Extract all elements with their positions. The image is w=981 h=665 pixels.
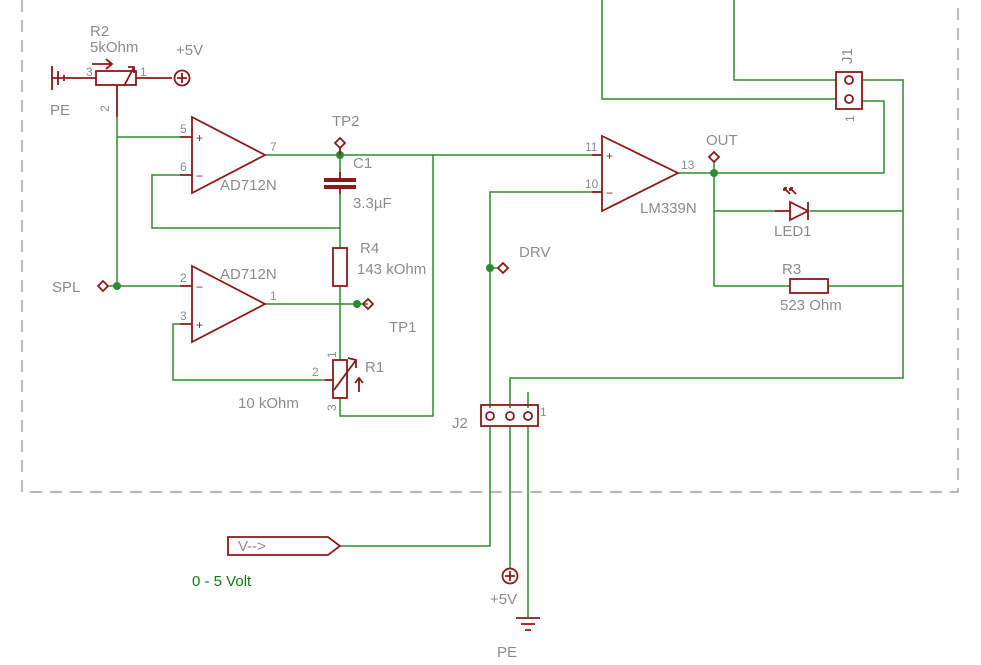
wire-right-bus — [509, 79, 904, 408]
r3-name: R3 — [782, 261, 801, 278]
pe-top-label: PE — [50, 102, 70, 119]
pin-bot-1: 1 — [270, 289, 277, 303]
r3-value: 523 Ohm — [780, 297, 842, 314]
pin-j2-1: 1 — [540, 405, 547, 419]
resistor-r3 — [789, 278, 829, 294]
j2-label: J2 — [452, 415, 468, 432]
spl-label: SPL — [52, 279, 80, 296]
pin-top-6: 6 — [180, 160, 187, 174]
svg-text:+: + — [196, 131, 203, 145]
supply-symbol-bottom — [501, 567, 519, 585]
comparator-label: LM339N — [640, 200, 697, 217]
svg-text:−: − — [606, 186, 613, 200]
wires — [108, 0, 904, 618]
pin-cmp-11: 11 — [585, 140, 598, 154]
wire-bot-plus — [172, 323, 325, 381]
svg-text:−: − — [196, 280, 203, 294]
potentiometer-r1 — [325, 357, 364, 399]
pin-j1-1: 1 — [843, 115, 857, 122]
testpoint-tp1 — [361, 297, 375, 311]
led-led1 — [775, 187, 811, 222]
pin-cmp-13: 13 — [681, 158, 695, 172]
out-label: OUT — [706, 132, 738, 149]
r4-value: 143 kOhm — [357, 261, 426, 278]
connector-j2 — [480, 404, 539, 427]
potentiometer-r2 — [92, 58, 172, 117]
pin-r1-3: 3 — [325, 404, 339, 411]
supply-symbol-top — [173, 69, 191, 87]
ground-symbol-top — [51, 66, 96, 90]
junction-spl — [113, 282, 121, 290]
pin-r2-1: 1 — [140, 65, 147, 79]
pin-top-7: 7 — [270, 140, 277, 154]
junction-drv — [486, 264, 494, 272]
wire-input — [340, 426, 491, 547]
svg-text:+: + — [606, 149, 613, 163]
pin-top-5: 5 — [180, 122, 187, 136]
pin-r1-1: 1 — [325, 351, 339, 358]
pe-bottom-label: PE — [497, 644, 517, 661]
wire-top-right — [733, 0, 836, 81]
drv-label: DRV — [519, 244, 550, 261]
j1-label: J1 — [839, 48, 856, 64]
r4-name: R4 — [360, 240, 379, 257]
junctions — [113, 151, 718, 308]
input-label: V--> — [238, 538, 266, 555]
pin-cmp-10: 10 — [585, 177, 599, 191]
svg-text:+: + — [196, 318, 203, 332]
svg-text:−: − — [196, 169, 203, 183]
net-tag-out — [707, 150, 721, 164]
r1-value: 10 kOhm — [238, 395, 299, 412]
wire-drv — [489, 191, 600, 408]
r2-name: R2 — [90, 23, 109, 40]
wire-cmp-output — [678, 100, 885, 174]
c1-value: 3.3µF — [353, 195, 392, 212]
supply-bottom-label: +5V — [490, 591, 517, 608]
wire-r1-bottom — [339, 155, 434, 417]
led1-label: LED1 — [774, 223, 812, 240]
tp2-label: TP2 — [332, 113, 360, 130]
connector-j1 — [835, 71, 863, 110]
r1-name: R1 — [365, 359, 384, 376]
pin-r2-2: 2 — [98, 105, 112, 112]
net-tag-drv — [496, 261, 510, 275]
pin-r2-3: 3 — [86, 65, 93, 79]
input-range-label: 0 - 5 Volt — [192, 573, 252, 590]
opamp-bottom: − + — [180, 264, 267, 344]
pin-bot-2: 2 — [180, 271, 187, 285]
ground-symbol-bottom — [516, 617, 540, 631]
opamp-bottom-label: AD712N — [220, 266, 277, 283]
c1-name: C1 — [353, 155, 372, 172]
r2-value: 5kOhm — [90, 39, 138, 56]
resistor-r4 — [332, 247, 348, 287]
pin-bot-3: 3 — [180, 309, 187, 323]
opamp-top: + − — [180, 115, 267, 195]
wire-top-left — [601, 0, 836, 100]
tp1-label: TP1 — [389, 319, 417, 336]
pin-r1-2: 2 — [312, 365, 319, 379]
junction-out — [710, 169, 718, 177]
opamp-top-label: AD712N — [220, 177, 277, 194]
capacitor-c1 — [324, 172, 356, 194]
wire-top-feedback — [151, 174, 340, 229]
input-label-shape — [227, 536, 342, 556]
comparator-lm339n: + − — [592, 134, 681, 213]
supply-top-label: +5V — [176, 42, 203, 59]
net-tag-spl — [96, 279, 110, 293]
junction-tp1 — [353, 300, 361, 308]
testpoint-tp2 — [333, 136, 347, 155]
